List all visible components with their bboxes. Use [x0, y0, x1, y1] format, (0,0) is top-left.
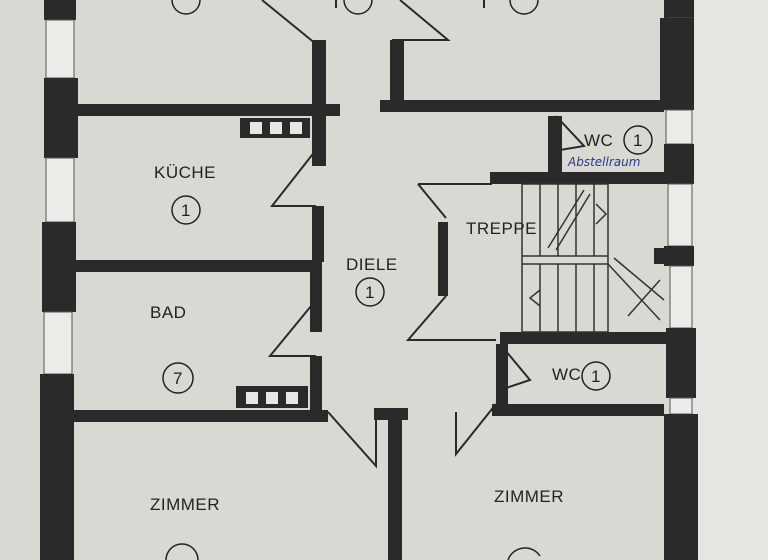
label-zimmer-left: ZIMMER — [150, 495, 220, 514]
label-kueche: KÜCHE — [154, 163, 216, 182]
wc-lower-number-circle: 1 — [581, 361, 611, 391]
kueche-number: 1 — [181, 201, 190, 220]
bad-number-circle: 7 — [162, 362, 194, 394]
partial-circles — [165, 0, 541, 560]
lower-walls — [327, 403, 664, 560]
label-treppe: TREPPE — [466, 219, 537, 238]
staircase — [521, 183, 665, 333]
label-zimmer-right: ZIMMER — [494, 487, 564, 506]
label-wc-upper: WC — [584, 131, 613, 150]
label-bad: BAD — [150, 303, 186, 322]
wc-lower-number: 1 — [591, 367, 600, 386]
wc-upper-number: 1 — [633, 131, 642, 150]
paper-shade-right — [690, 0, 768, 560]
left-exterior-wall — [40, 0, 78, 560]
right-exterior-wall — [660, 0, 698, 560]
storage-walls — [654, 248, 694, 264]
handwritten-note-abstellraum: Abstellraum — [567, 155, 640, 169]
kueche-number-circle: 1 — [171, 195, 201, 225]
wc-upper-number-circle: 1 — [623, 125, 653, 155]
diele-number: 1 — [365, 283, 374, 302]
label-wc-lower: WC — [552, 365, 581, 384]
label-diele: DIELE — [346, 255, 398, 274]
top-walls — [78, 0, 664, 166]
bath-walls — [72, 262, 328, 422]
stair-walls — [405, 115, 666, 406]
kitchen-walls — [76, 118, 324, 272]
diele-number-circle: 1 — [355, 277, 385, 307]
bad-number: 7 — [173, 369, 182, 388]
